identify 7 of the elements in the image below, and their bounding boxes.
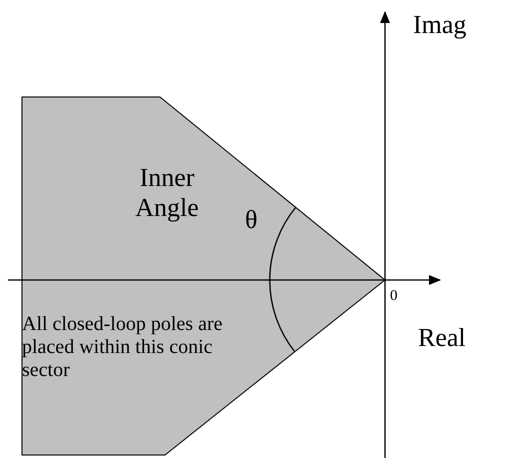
sector-note: All closed-loop poles are placed within this conic sector (22, 313, 224, 382)
axis-label: Imag (413, 10, 466, 40)
origin-label: 0 (390, 288, 398, 306)
axis-label: Real (418, 323, 466, 353)
conic-sector (22, 97, 385, 455)
region-label: Inner Angle (134, 163, 200, 223)
angle-symbol: θ (245, 205, 258, 235)
